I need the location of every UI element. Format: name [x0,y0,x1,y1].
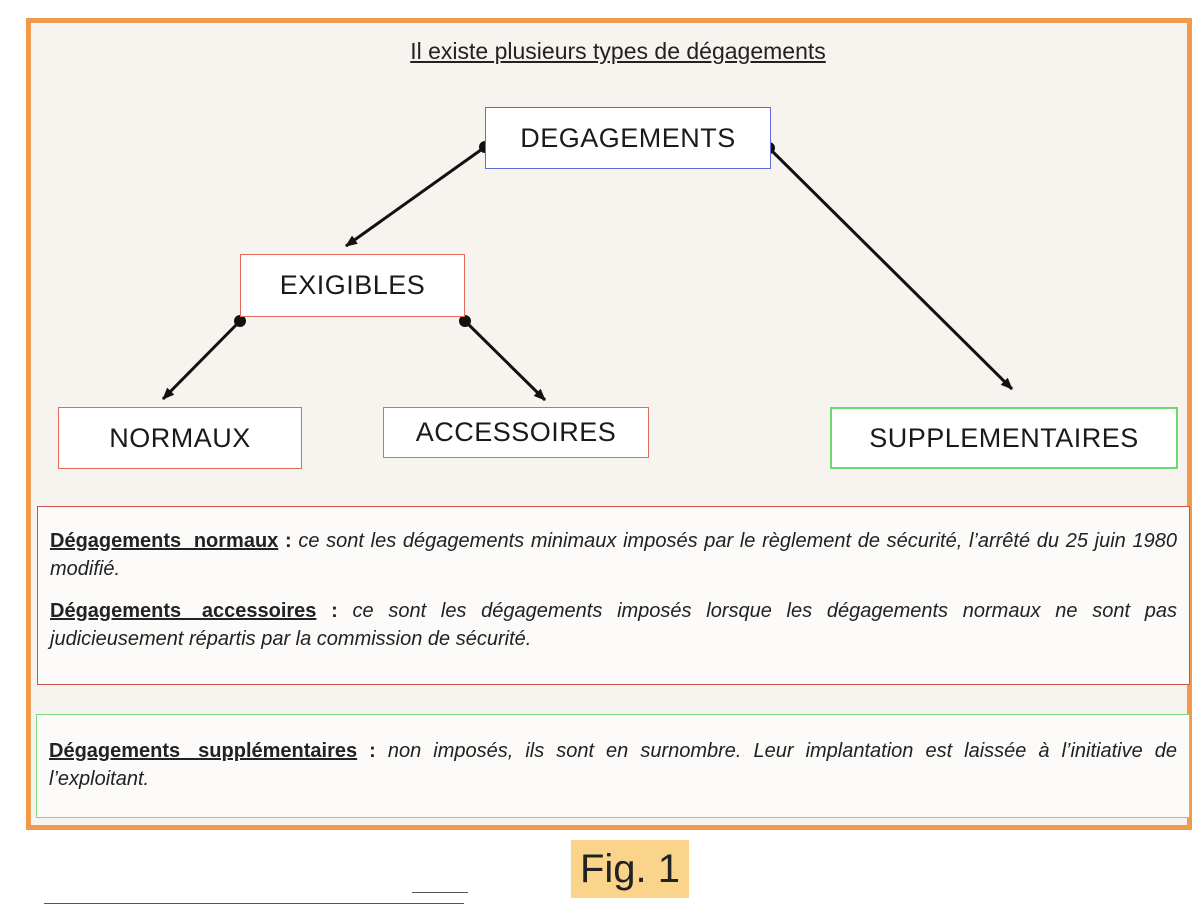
definition-term: Dégagements accessoires [50,600,317,622]
link-root-supplementaires [767,146,1014,391]
figure-caption: Fig. 1 [571,840,689,898]
node-degagements: DEGAGEMENTS [485,107,771,169]
definition-term: Dégagements normaux [50,530,279,552]
link-exigibles-accessoires [463,319,547,402]
definition-normaux: Dégagements normaux : ce sont les dégage… [50,527,1177,583]
definition-separator: : [357,740,388,762]
definition-text: ce sont les dégagements minimaux imposés… [50,530,1177,580]
definition-accessoires: Dégagements accessoires : ce sont les dé… [50,597,1177,653]
definition-text: non imposés, ils sont en surnombre. Leur… [49,740,1178,790]
definitions-supplementaires-box: Dégagements supplémentaires : non imposé… [36,714,1190,818]
definition-text: ce sont les dégagements imposés lorsque … [50,600,1178,650]
definition-separator: : [316,600,353,622]
node-accessoires: ACCESSOIRES [383,407,649,458]
dot-exigibles-right [459,315,471,327]
node-supplementaires: SUPPLEMENTAIRES [830,407,1178,469]
link-exigibles-normaux [161,319,242,401]
node-exigibles: EXIGIBLES [240,254,465,317]
definitions-exigibles-box: Dégagements normaux : ce sont les dégage… [37,506,1190,685]
diagram-title: Il existe plusieurs types de dégagements [410,38,826,64]
link-root-exigibles [345,145,486,248]
definition-term: Dégagements supplémentaires [49,740,358,762]
definition-supplementaires: Dégagements supplémentaires : non imposé… [49,737,1177,793]
definition-separator: : [278,530,299,552]
node-normaux: NORMAUX [58,407,302,469]
page-rule-left [44,903,464,904]
dot-exigibles-left [234,315,246,327]
page-rule-short [412,892,468,893]
